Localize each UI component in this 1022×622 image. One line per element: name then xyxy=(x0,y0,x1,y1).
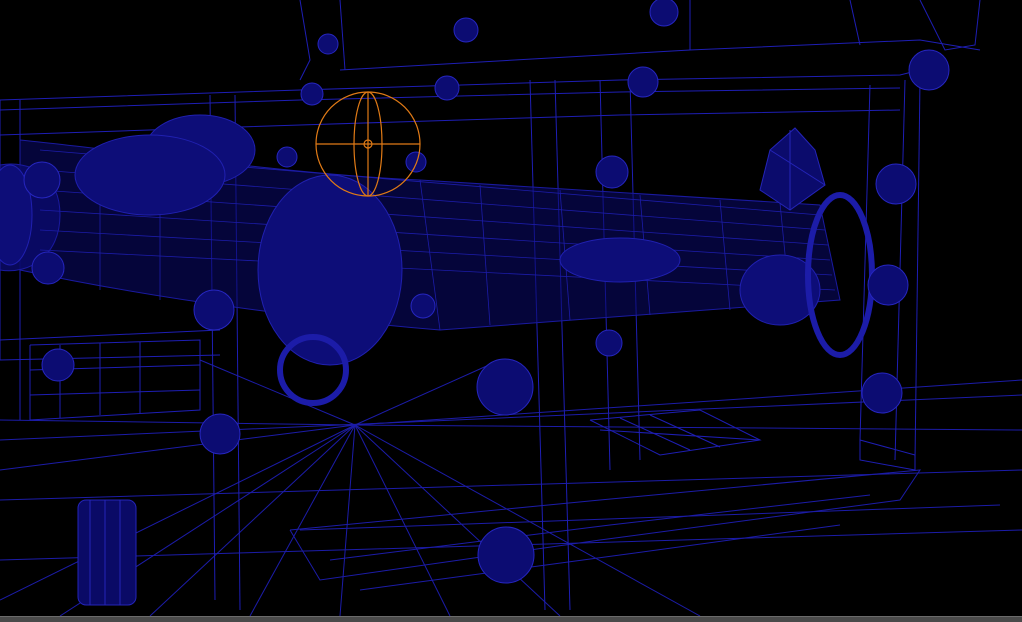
nozzle-cone xyxy=(759,127,826,211)
mesh-blobs xyxy=(0,114,821,366)
wire-spheres xyxy=(23,0,950,584)
viewport-bottom-edge xyxy=(0,616,1022,622)
frame-structure xyxy=(0,0,981,611)
selected-object-gizmo[interactable] xyxy=(315,91,421,197)
side-box xyxy=(77,499,137,606)
floor-grid xyxy=(0,359,1022,616)
